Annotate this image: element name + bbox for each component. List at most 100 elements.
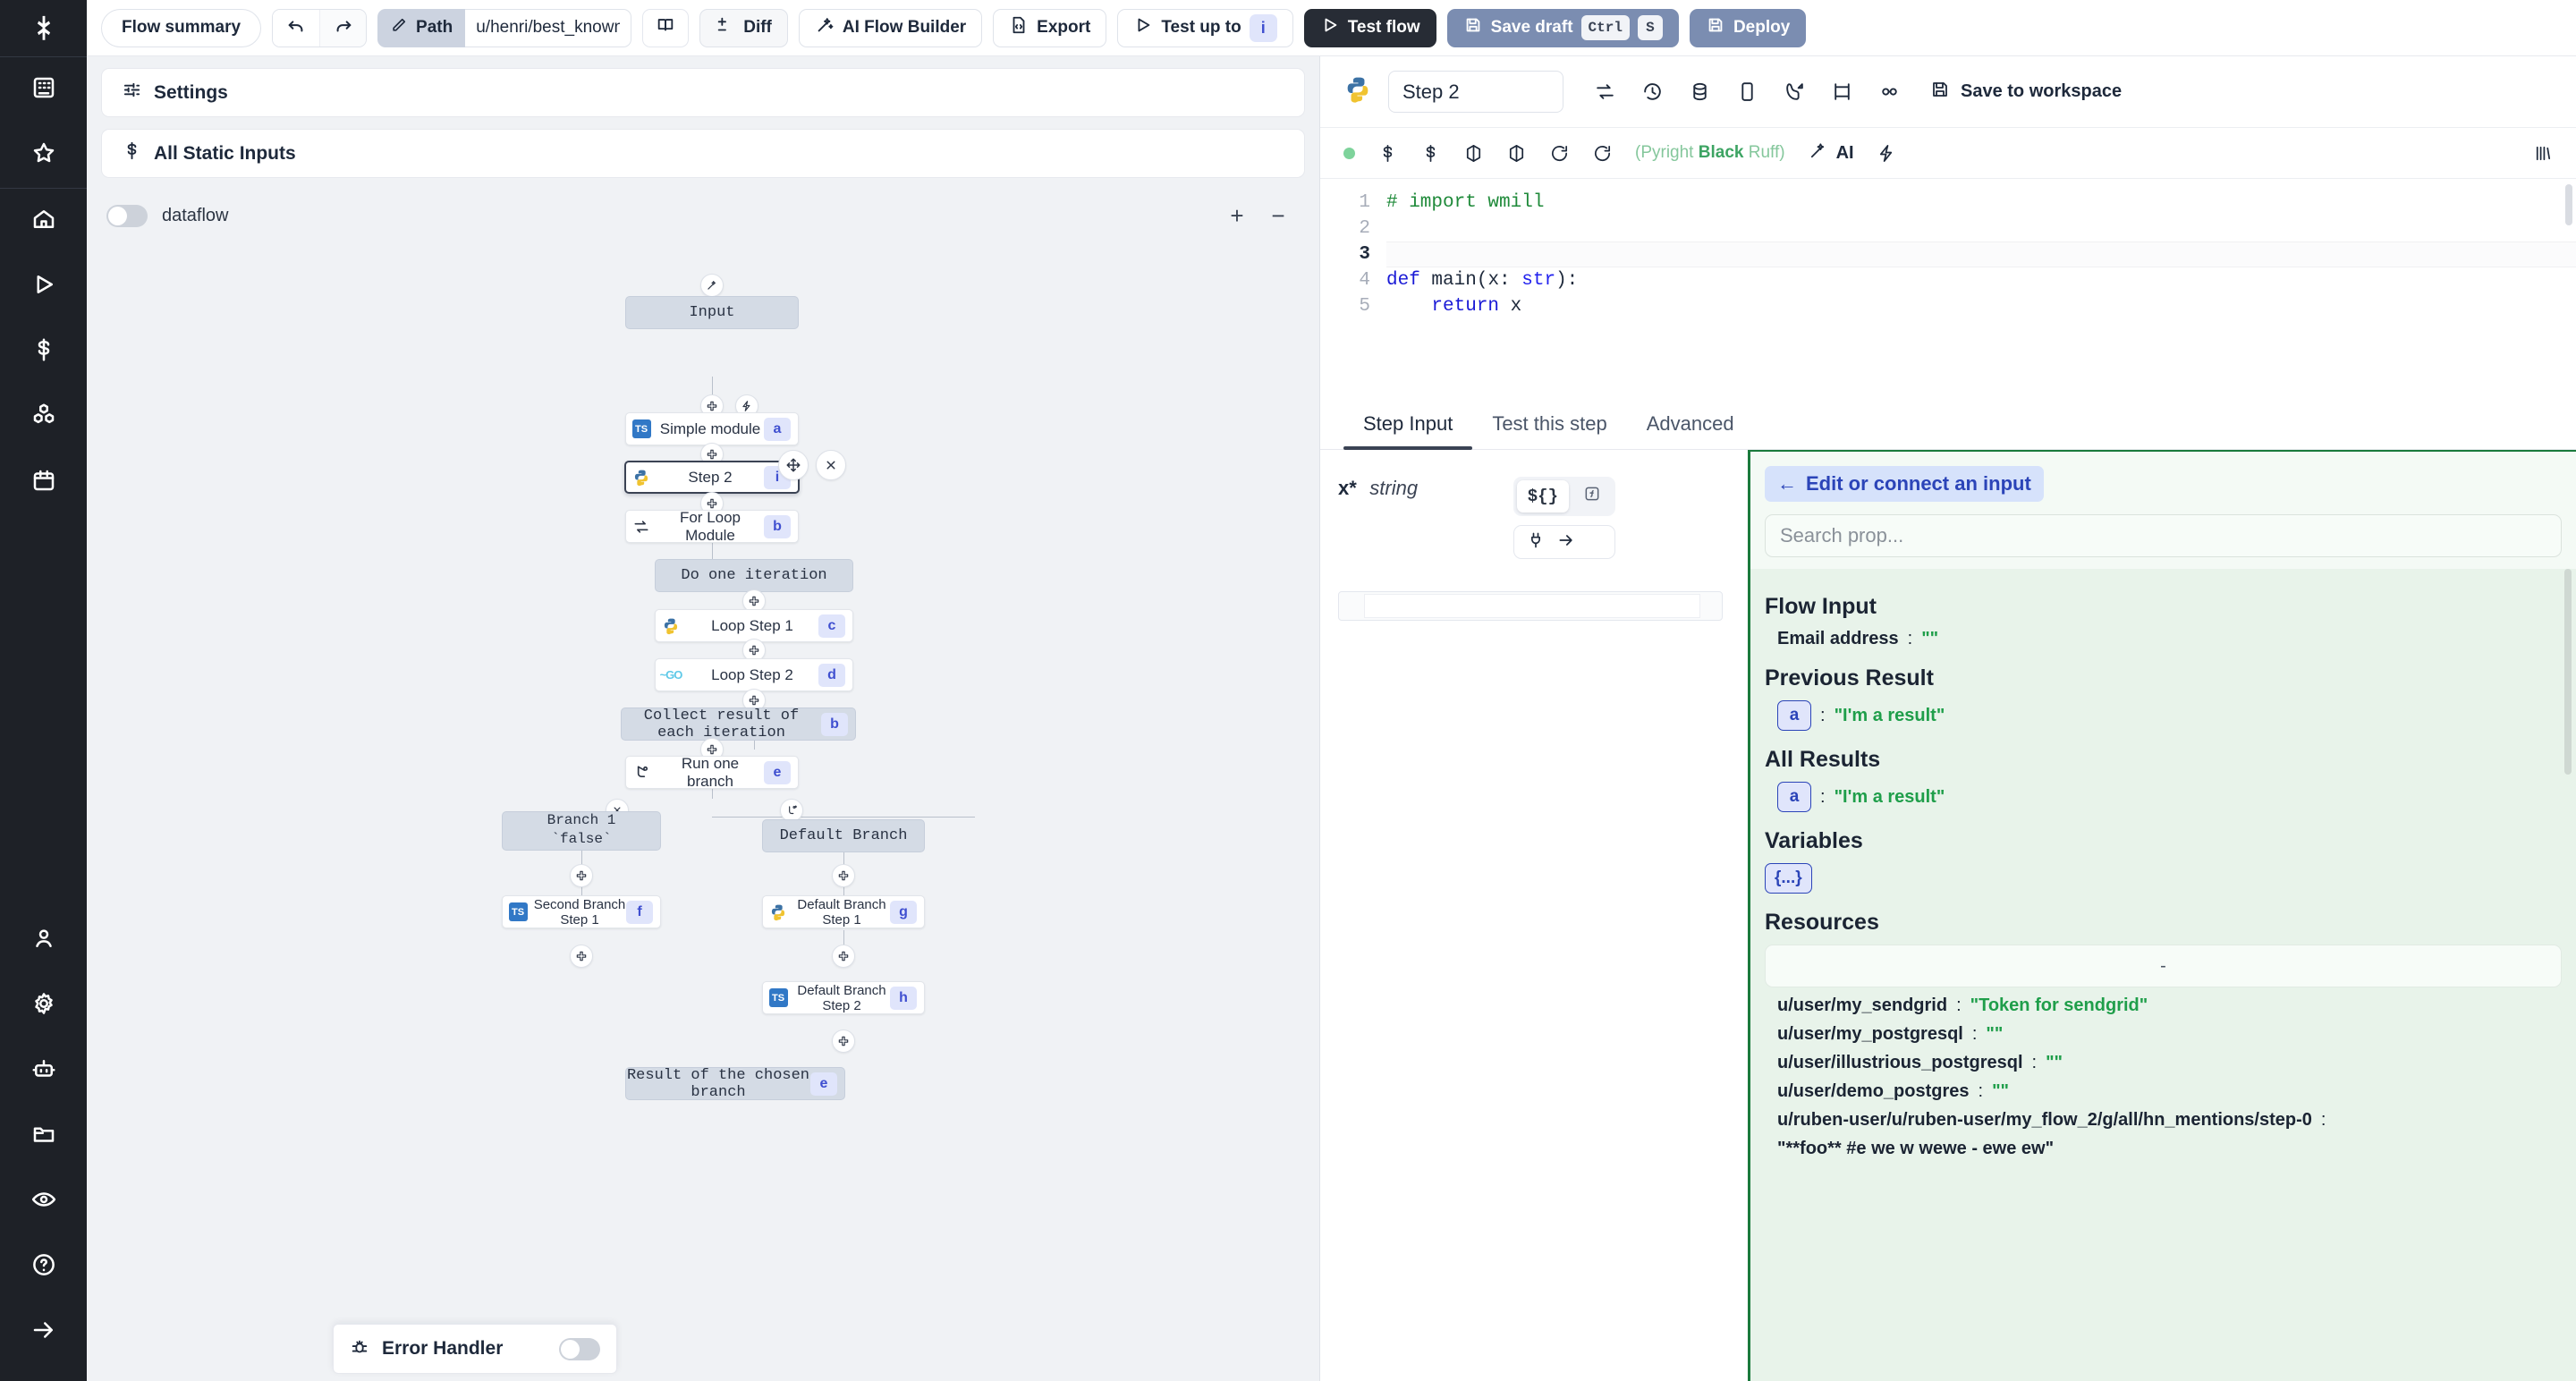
save-draft-button[interactable]: Save draft Ctrl S	[1446, 8, 1679, 47]
path-edit-button[interactable]: Path	[377, 8, 466, 47]
undo-button[interactable]	[273, 9, 320, 47]
sidebar-item-expand[interactable]	[0, 1300, 87, 1365]
flow-node-default-branch[interactable]: Default Branch	[762, 819, 925, 852]
error-handler-toggle[interactable]	[559, 1337, 600, 1360]
insert-step-button[interactable]	[832, 945, 855, 968]
edit-or-connect-input-button[interactable]: ← Edit or connect an input	[1765, 466, 2044, 502]
code-scrollbar[interactable]	[2565, 184, 2572, 225]
dataflow-toggle[interactable]	[106, 205, 148, 227]
prop-row[interactable]: a : "I'm a result"	[1777, 782, 2562, 812]
lightning-icon[interactable]	[1877, 143, 1897, 164]
variables-chip[interactable]: {...}	[1765, 863, 1812, 894]
dollar-icon[interactable]	[1420, 143, 1441, 164]
delete-node-button[interactable]	[816, 450, 846, 480]
insert-step-button[interactable]	[832, 864, 855, 887]
flow-node-loop-step-1[interactable]: Loop Step 1 c	[655, 609, 853, 642]
mobile-icon[interactable]	[1736, 80, 1758, 103]
prop-row[interactable]: a : "I'm a result"	[1777, 700, 2562, 731]
ai-assist-button[interactable]: AI	[1808, 140, 1854, 166]
flow-node-default-branch-step-1[interactable]: Default Branch Step 1 g	[762, 895, 925, 928]
resource-placeholder-box[interactable]: -	[1765, 945, 2562, 987]
code-editor[interactable]: 1 2 3 4 5 # import wmill def main(x: str…	[1320, 179, 2576, 398]
argument-value-field[interactable]	[1338, 591, 1723, 621]
flow-node-step-2[interactable]: Step 2 i	[624, 461, 800, 494]
sidebar-item-workers[interactable]	[0, 1038, 87, 1104]
save-to-workspace-button[interactable]: Save to workspace	[1929, 79, 2122, 106]
column-icon[interactable]	[1831, 80, 1853, 103]
flow-node-input[interactable]: Input	[625, 296, 799, 329]
flow-node-loop-step-2[interactable]: ~GO Loop Step 2 d	[655, 658, 853, 691]
flow-summary-button[interactable]: Flow summary	[101, 8, 262, 47]
history-icon[interactable]	[1641, 80, 1664, 103]
export-button[interactable]: Export	[993, 8, 1107, 47]
flow-node-default-branch-step-2[interactable]: TS Default Branch Step 2 h	[762, 981, 925, 1014]
prop-row[interactable]: u/user/illustrious_postgresql : ""	[1777, 1053, 2562, 1073]
test-up-to-button[interactable]: Test up to i	[1117, 8, 1293, 47]
argument-value-input[interactable]	[1364, 594, 1700, 618]
insert-step-button[interactable]	[742, 589, 766, 613]
sidebar-item-schedules[interactable]	[0, 450, 87, 515]
prop-row[interactable]: u/user/my_postgresql : ""	[1777, 1024, 2562, 1045]
sidebar-item-favorites[interactable]	[0, 123, 87, 188]
sidebar-item-audit-logs[interactable]	[0, 1169, 87, 1234]
database-icon[interactable]	[1689, 80, 1711, 103]
sidebar-item-settings[interactable]	[0, 973, 87, 1038]
prop-row[interactable]: u/ruben-user/u/ruben-user/my_flow_2/g/al…	[1777, 1110, 2562, 1131]
diff-button[interactable]: Diff	[699, 8, 788, 47]
reload-icon[interactable]	[1549, 143, 1570, 164]
package-icon[interactable]	[1506, 143, 1527, 164]
test-up-to-step-badge[interactable]: i	[1249, 13, 1277, 42]
mode-function-button[interactable]	[1572, 480, 1612, 513]
step-chip[interactable]: a	[1777, 700, 1811, 731]
prop-row[interactable]: Email address : ""	[1777, 629, 2562, 649]
connect-panel-scrollbar[interactable]	[2564, 569, 2572, 775]
tab-step-input[interactable]: Step Input	[1343, 398, 1473, 450]
sidebar-item-help[interactable]	[0, 1234, 87, 1300]
linter-label[interactable]: (Pyright Black Ruff)	[1635, 143, 1785, 163]
flow-node-branch-1[interactable]: Branch 1 `false`	[502, 811, 661, 851]
flow-node-simple-module[interactable]: TS Simple module a	[625, 412, 799, 445]
test-flow-button[interactable]: Test flow	[1303, 8, 1436, 47]
prop-row[interactable]: {...}	[1765, 863, 2562, 894]
windmill-logo[interactable]	[0, 0, 87, 56]
reload-icon[interactable]	[1592, 143, 1613, 164]
code-content[interactable]: # import wmill def main(x: str): return …	[1386, 179, 2576, 398]
sidebar-item-resources[interactable]	[0, 385, 87, 450]
tab-advanced[interactable]: Advanced	[1646, 411, 1734, 435]
ai-suggest-icon-button[interactable]	[700, 274, 724, 297]
connect-panel-body[interactable]: Flow Input Email address : "" Previous R…	[1750, 569, 2576, 1381]
path-input[interactable]	[465, 8, 632, 47]
dollar-icon[interactable]	[1377, 143, 1398, 164]
prop-row[interactable]: u/user/demo_postgres : ""	[1777, 1081, 2562, 1102]
tab-test-this-step[interactable]: Test this step	[1492, 411, 1607, 435]
phone-call-icon[interactable]	[1784, 80, 1806, 103]
insert-step-button[interactable]	[570, 945, 593, 968]
flow-node-run-one-branch[interactable]: Run one branch e	[625, 755, 799, 790]
flow-graph-canvas[interactable]: dataflow + −	[87, 191, 1319, 1381]
flow-node-do-one-iteration[interactable]: Do one iteration	[655, 559, 853, 592]
format-bars-icon[interactable]	[2532, 143, 2553, 164]
all-static-inputs-row[interactable]: All Static Inputs	[101, 129, 1305, 178]
step-chip[interactable]: a	[1777, 782, 1811, 812]
package-icon[interactable]	[1463, 143, 1484, 164]
zoom-out-button[interactable]: −	[1271, 201, 1285, 229]
link-icon[interactable]	[1878, 80, 1901, 103]
sidebar-item-variables[interactable]	[0, 319, 87, 385]
flow-settings-row[interactable]: Settings	[101, 68, 1305, 117]
redo-button[interactable]	[319, 9, 367, 47]
sidebar-item-workspace[interactable]	[0, 57, 87, 123]
search-prop-input[interactable]	[1765, 514, 2562, 557]
sidebar-item-runs[interactable]	[0, 254, 87, 319]
flow-node-collect-result[interactable]: Collect result of each iteration b	[621, 707, 856, 741]
zoom-in-button[interactable]: +	[1230, 201, 1244, 229]
docs-button[interactable]	[642, 8, 690, 47]
flow-node-for-loop-module[interactable]: For Loop Module b	[625, 509, 799, 544]
sidebar-item-folders[interactable]	[0, 1104, 87, 1169]
ai-flow-builder-button[interactable]: AI Flow Builder	[798, 8, 983, 47]
error-handler-card[interactable]: Error Handler	[333, 1324, 617, 1374]
flow-node-second-branch-step-1[interactable]: TS Second Branch Step 1 f	[502, 895, 661, 928]
refresh-icon[interactable]	[1594, 80, 1616, 103]
step-name-input[interactable]	[1388, 71, 1563, 113]
prop-row[interactable]: u/user/my_sendgrid : "Token for sendgrid…	[1777, 996, 2562, 1016]
connect-input-button[interactable]	[1513, 525, 1615, 559]
